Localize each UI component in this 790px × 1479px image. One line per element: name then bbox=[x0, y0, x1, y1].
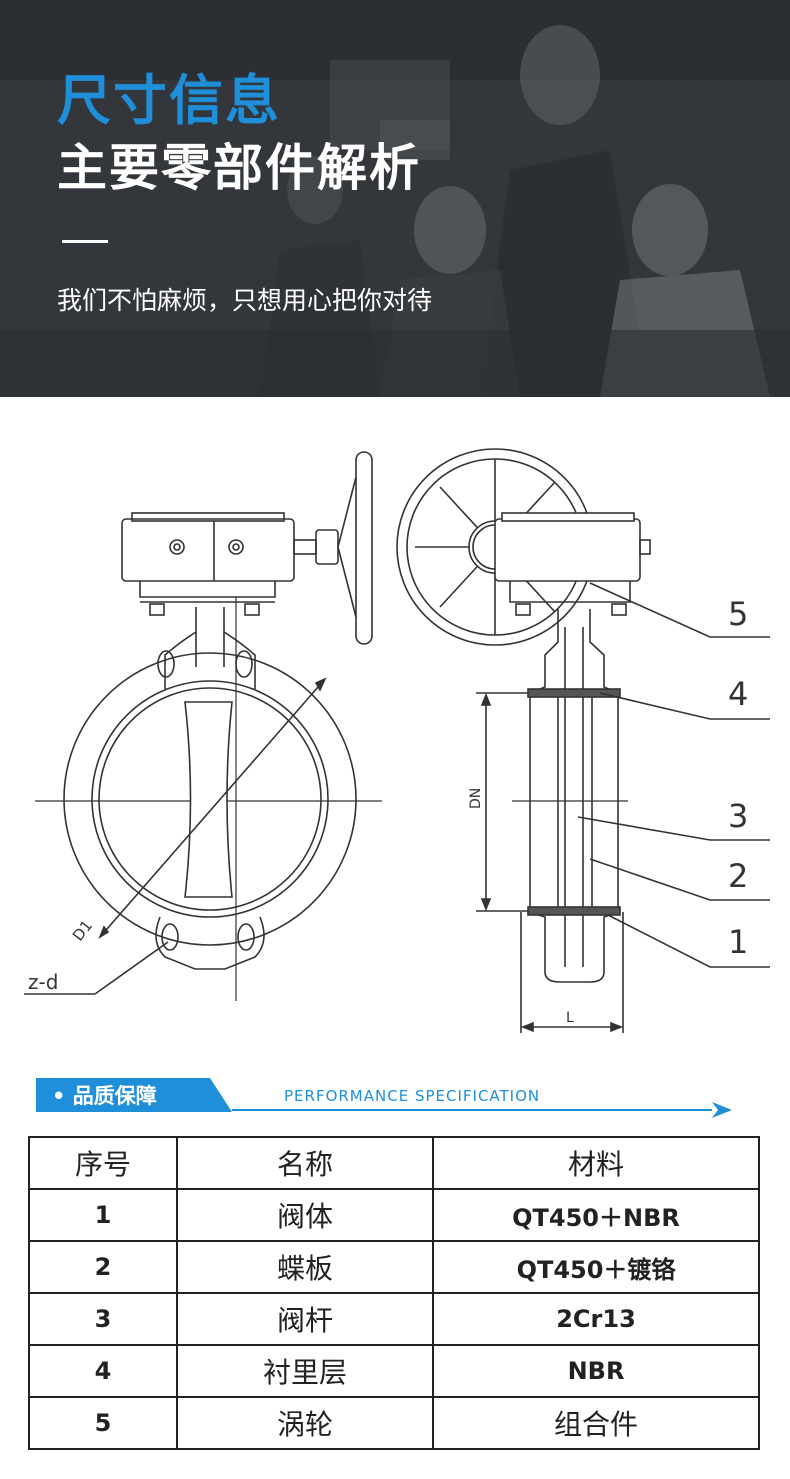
cell-name: 蝶板 bbox=[176, 1240, 434, 1294]
label-dn: DN bbox=[468, 788, 484, 809]
hero-background-photo bbox=[0, 0, 790, 397]
cell-no: 2 bbox=[28, 1240, 178, 1294]
callout-3: 3 bbox=[728, 797, 748, 835]
table-header-row: 序号 名称 材料 bbox=[28, 1136, 760, 1190]
table-row: 1 阀体 QT450＋NBR bbox=[28, 1188, 760, 1242]
front-view bbox=[24, 451, 382, 1001]
section-header-graphic bbox=[36, 1078, 732, 1118]
table-row: 4 衬里层 NBR bbox=[28, 1344, 760, 1398]
valve-technical-drawing: z-d D1 DN L 5 4 3 2 1 bbox=[24, 448, 770, 1033]
hero-subtitle: 主要零部件解析 bbox=[57, 139, 421, 197]
table-row: 3 阀杆 2Cr13 bbox=[28, 1292, 760, 1346]
cell-material: NBR bbox=[432, 1344, 760, 1398]
hero-banner: 尺寸信息 主要零部件解析 我们不怕麻烦，只想用心把你对待 bbox=[0, 0, 790, 397]
cell-name: 涡轮 bbox=[176, 1396, 434, 1450]
hero-divider bbox=[62, 240, 108, 243]
cell-name: 阀杆 bbox=[176, 1292, 434, 1346]
cell-name: 阀体 bbox=[176, 1188, 434, 1242]
cell-no: 1 bbox=[28, 1188, 178, 1242]
label-z-d: z-d bbox=[28, 970, 58, 994]
drawing-labels: z-d D1 DN L 5 4 3 2 1 bbox=[28, 595, 748, 1026]
table-row: 2 蝶板 QT450＋镀铬 bbox=[28, 1240, 760, 1294]
cell-no: 5 bbox=[28, 1396, 178, 1450]
header-material: 材料 bbox=[432, 1136, 760, 1190]
side-view bbox=[396, 448, 770, 1033]
label-l: L bbox=[566, 1010, 574, 1026]
hero-tagline: 我们不怕麻烦，只想用心把你对待 bbox=[57, 286, 433, 315]
callout-2: 2 bbox=[728, 857, 748, 895]
spec-table: 序号 名称 材料 1 阀体 QT450＋NBR 2 蝶板 QT450＋镀铬 3 … bbox=[28, 1136, 760, 1450]
callout-1: 1 bbox=[728, 923, 748, 961]
cell-name: 衬里层 bbox=[176, 1344, 434, 1398]
arrow-right-icon bbox=[712, 1102, 732, 1118]
callout-4: 4 bbox=[728, 675, 748, 713]
cell-material: 2Cr13 bbox=[432, 1292, 760, 1346]
header-name: 名称 bbox=[176, 1136, 434, 1190]
cell-no: 3 bbox=[28, 1292, 178, 1346]
cell-material: 组合件 bbox=[432, 1396, 760, 1450]
section-label-en: PERFORMANCE SPECIFICATION bbox=[284, 1087, 541, 1105]
cell-material: QT450＋NBR bbox=[432, 1188, 760, 1242]
table-row: 5 涡轮 组合件 bbox=[28, 1396, 760, 1450]
cell-no: 4 bbox=[28, 1344, 178, 1398]
callout-5: 5 bbox=[728, 595, 748, 633]
label-d1: D1 bbox=[69, 917, 96, 945]
cell-material: QT450＋镀铬 bbox=[432, 1240, 760, 1294]
section-label: • 品质保障 bbox=[52, 1084, 157, 1108]
hero-title: 尺寸信息 bbox=[57, 69, 281, 132]
header-no: 序号 bbox=[28, 1136, 178, 1190]
